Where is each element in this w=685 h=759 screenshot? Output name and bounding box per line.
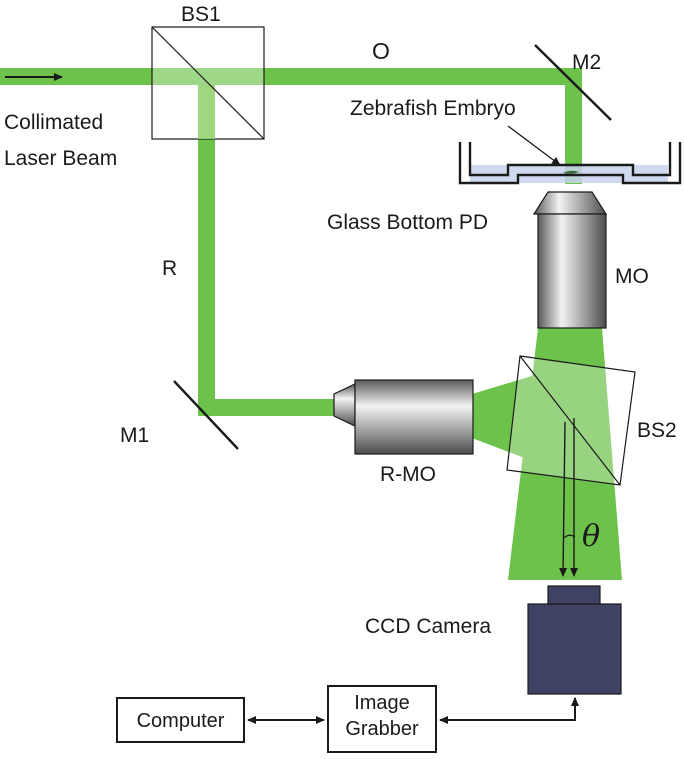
label-zebrafish-embryo: Zebrafish Embryo	[350, 97, 516, 120]
label-ccd-camera: CCD Camera	[365, 615, 492, 638]
mirror-m2	[534, 44, 612, 121]
object-beam	[0, 68, 582, 184]
beam-splitter-bs2	[506, 355, 636, 486]
label-bs1: BS1	[181, 3, 221, 26]
embryo-pointer	[507, 125, 561, 166]
computer-box	[116, 697, 245, 743]
label-r-mo: R-MO	[380, 463, 436, 486]
glass-bottom-petri-dish	[458, 142, 682, 185]
label-object-beam: O	[372, 38, 390, 64]
label-theta: θ	[582, 519, 601, 554]
theta-arc	[563, 534, 576, 539]
reference-ray-arrow	[559, 421, 568, 577]
label-m1: M1	[120, 424, 150, 447]
reference-objective	[333, 379, 474, 455]
beam-splitter-bs1	[151, 26, 265, 140]
label-image: Image	[354, 692, 410, 714]
grabber-camera-link	[439, 697, 579, 724]
reference-beam	[198, 76, 338, 416]
label-reference-beam: R	[162, 257, 178, 280]
embryo-shape	[563, 170, 579, 174]
label-grabber: Grabber	[345, 718, 419, 740]
ccd-camera	[527, 585, 622, 695]
label-bs2: BS2	[637, 419, 677, 442]
label-laser-line1: Collimated	[4, 111, 104, 134]
label-laser-line2: Laser Beam	[4, 147, 118, 170]
label-glass-bottom-pd: Glass Bottom PD	[327, 211, 489, 234]
label-mo: MO	[615, 265, 649, 288]
image-grabber-box	[327, 685, 437, 753]
reference-cone	[472, 376, 535, 462]
label-m2: M2	[572, 51, 602, 74]
microscope-objective	[532, 191, 608, 329]
label-computer: Computer	[136, 710, 225, 732]
mirror-m1	[173, 380, 239, 450]
